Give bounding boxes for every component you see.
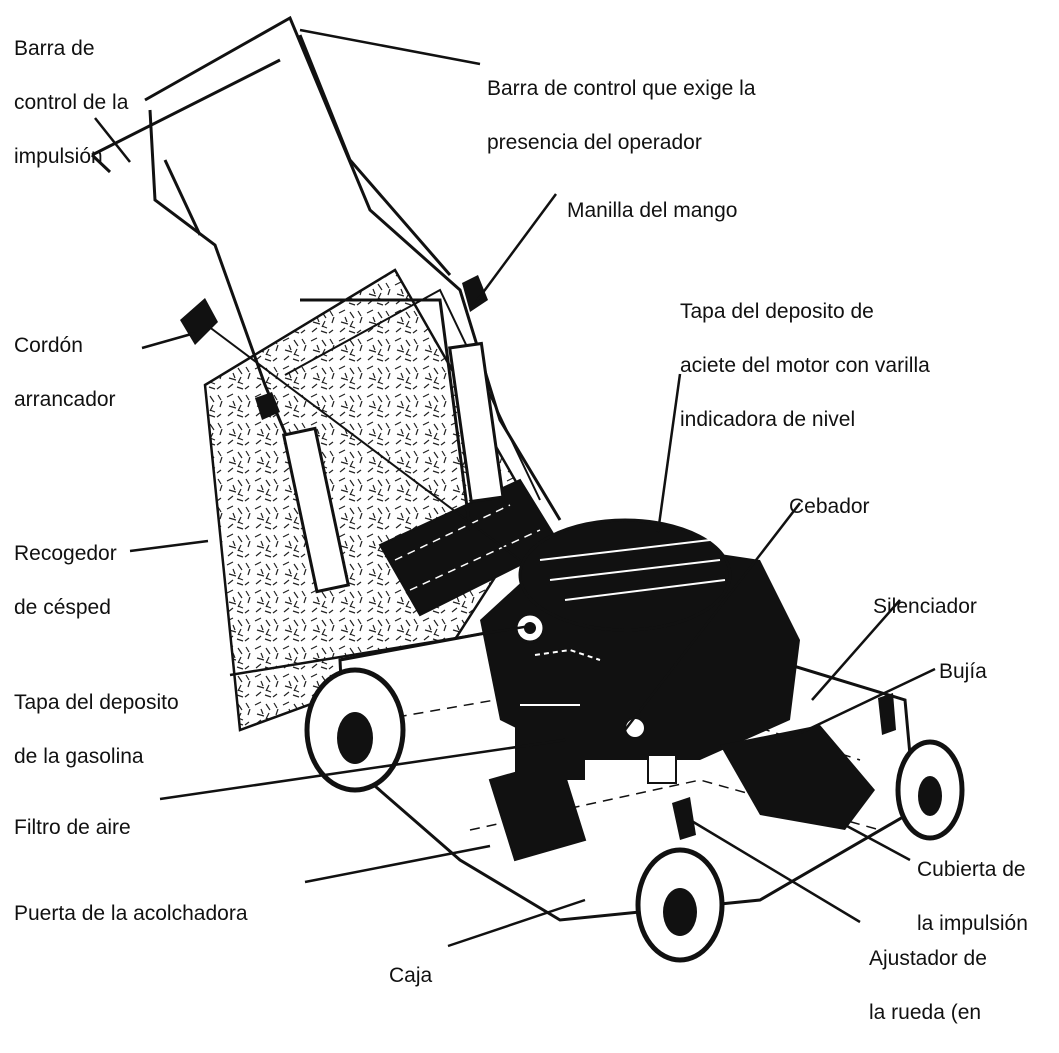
- label-grass-catcher: Recogedor de césped: [14, 513, 117, 648]
- label-line: Cubierta de: [917, 858, 1026, 881]
- label-line: Filtro de aire: [14, 816, 131, 839]
- label-primer: Cebador: [789, 466, 870, 547]
- label-line: Tapa del deposito: [14, 691, 179, 714]
- label-air-filter: Filtro de aire: [14, 787, 131, 868]
- label-line: Manilla del mango: [567, 199, 738, 222]
- label-drive-control-bar: Barra de control de la impulsión: [14, 8, 128, 197]
- label-line: Bujía: [939, 660, 987, 683]
- label-oil-cap-dipstick: Tapa del deposito de aciete del motor co…: [680, 271, 930, 460]
- label-line: presencia del operador: [487, 131, 702, 154]
- engine-shape: [480, 518, 800, 784]
- wheel-adjuster-shape: [672, 693, 896, 840]
- label-starter-cord: Cordón arrancador: [14, 305, 116, 440]
- label-line: Cebador: [789, 495, 870, 518]
- label-line: Ajustador de: [869, 947, 987, 970]
- label-line: Barra de control que exige la: [487, 77, 756, 100]
- label-line: impulsión: [14, 145, 103, 168]
- handle-assembly: [90, 15, 562, 594]
- label-line: la rueda (en: [869, 1001, 982, 1024]
- wheels: [304, 667, 965, 963]
- label-line: arrancador: [14, 388, 116, 411]
- label-line: Cordón: [14, 334, 83, 357]
- starter-handle-shape: [180, 275, 488, 420]
- lawn-mower-diagram: Barra de control de la impulsión Barra d…: [14, 8, 1028, 1024]
- label-line: Puerta de la acolchadora: [14, 902, 248, 925]
- label-line: la impulsión: [917, 912, 1028, 935]
- label-handle-knob: Manilla del mango: [567, 170, 737, 251]
- label-line: de césped: [14, 596, 111, 619]
- label-mulcher-door: Puerta de la acolchadora: [14, 873, 248, 954]
- label-line: indicadora de nivel: [680, 408, 856, 431]
- label-line: aciete del motor con varilla: [680, 354, 930, 377]
- label-line: control de la: [14, 91, 129, 114]
- label-line: Tapa del deposito de: [680, 300, 874, 323]
- leader-lines: [94, 28, 936, 948]
- label-fuel-cap: Tapa del deposito de la gasolina: [14, 662, 179, 797]
- label-line: Barra de: [14, 37, 95, 60]
- label-operator-presence-bar: Barra de control que exige la presencia …: [487, 48, 756, 183]
- label-line: Silenciador: [873, 595, 977, 618]
- mower-illustration: [90, 15, 965, 963]
- label-drive-cover: Cubierta de la impulsión: [917, 829, 1028, 964]
- label-spark-plug: Bujía: [939, 631, 987, 712]
- label-wheel-adjuster: Ajustador de la rueda (en: [869, 918, 987, 1053]
- label-muffler: Silenciador: [873, 566, 977, 647]
- label-line: de la gasolina: [14, 745, 144, 768]
- drive-cover-shape: [720, 725, 875, 830]
- label-line: Recogedor: [14, 542, 117, 565]
